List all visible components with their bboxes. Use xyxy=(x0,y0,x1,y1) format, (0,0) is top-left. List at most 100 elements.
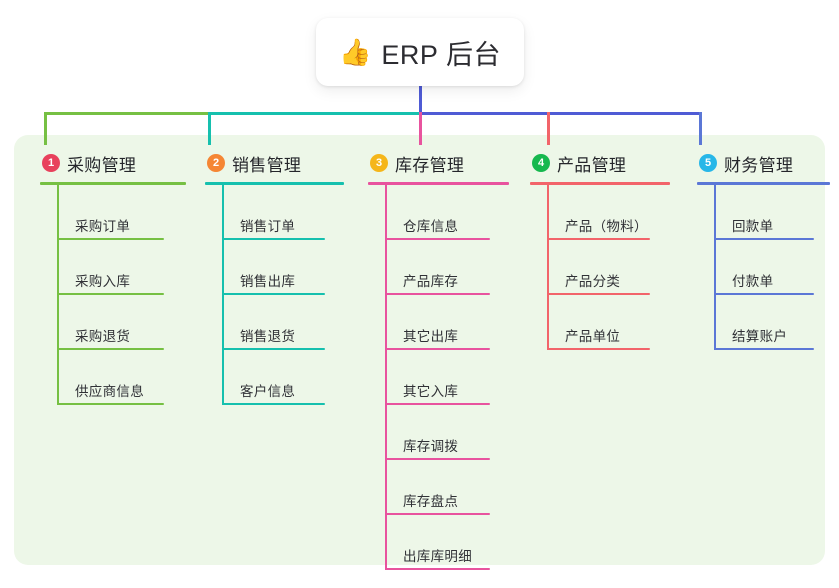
branch-item-label: 产品库存 xyxy=(403,274,459,289)
branch-item-rule xyxy=(385,293,490,295)
branch-item[interactable]: 其它出库 xyxy=(385,295,513,350)
branch-item-rule xyxy=(547,293,650,295)
branch-column-3: 3 库存管理仓库信息产品库存其它出库其它入库库存调拨库存盘点出库库明细 xyxy=(368,150,513,570)
branch-header-rule xyxy=(530,182,670,185)
branch-header-1[interactable]: 1 采购管理 xyxy=(40,150,190,176)
branch-item-label: 销售退货 xyxy=(240,329,296,344)
branch-item-label: 销售出库 xyxy=(240,274,296,289)
branch-item-label: 采购订单 xyxy=(75,219,131,234)
drop-stem-5 xyxy=(699,112,702,145)
branch-header-rule xyxy=(697,182,830,185)
branch-item-rule xyxy=(385,513,490,515)
branch-item[interactable]: 产品单位 xyxy=(547,295,674,350)
branch-header-4[interactable]: 4 产品管理 xyxy=(530,150,674,176)
branch-item-rule xyxy=(385,238,490,240)
branch-item-label: 付款单 xyxy=(732,274,774,289)
branch-trunk-line xyxy=(222,185,224,405)
branch-items-3: 仓库信息产品库存其它出库其它入库库存调拨库存盘点出库库明细 xyxy=(385,185,513,570)
branch-item[interactable]: 结算账户 xyxy=(714,295,834,350)
branch-item[interactable]: 客户信息 xyxy=(222,350,348,405)
branch-item[interactable]: 供应商信息 xyxy=(57,350,190,405)
branch-item[interactable]: 销售退货 xyxy=(222,295,348,350)
branch-column-1: 1 采购管理采购订单采购入库采购退货供应商信息 xyxy=(40,150,190,405)
thumbs-up-icon: 👍 xyxy=(339,37,372,67)
branch-item-label: 产品分类 xyxy=(565,274,621,289)
branch-item-rule xyxy=(714,238,814,240)
distribution-bar-segment-2 xyxy=(208,112,422,115)
branch-item-label: 供应商信息 xyxy=(75,384,144,399)
drop-stem-1 xyxy=(44,112,47,145)
branch-header-rule xyxy=(40,182,186,185)
branch-items-1: 采购订单采购入库采购退货供应商信息 xyxy=(57,185,190,405)
branch-index-badge: 1 xyxy=(42,154,60,172)
branch-item[interactable]: 仓库信息 xyxy=(385,185,513,240)
branch-item-rule xyxy=(547,238,650,240)
branch-item-rule xyxy=(57,403,164,405)
branch-header-rule xyxy=(205,182,344,185)
branch-item[interactable]: 采购入库 xyxy=(57,240,190,295)
branch-item-label: 回款单 xyxy=(732,219,774,234)
branch-item-label: 采购入库 xyxy=(75,274,131,289)
branch-item-rule xyxy=(222,403,325,405)
branch-item-rule xyxy=(714,293,814,295)
branch-item-rule xyxy=(222,348,325,350)
branch-item[interactable]: 库存盘点 xyxy=(385,460,513,515)
branch-title: 库存管理 xyxy=(395,155,465,175)
branch-item[interactable]: 产品库存 xyxy=(385,240,513,295)
branch-items-4: 产品（物料） 产品分类产品单位 xyxy=(547,185,674,350)
branch-item-label: 库存盘点 xyxy=(403,494,459,509)
branch-item-rule xyxy=(547,348,650,350)
branch-title: 产品管理 xyxy=(557,155,627,175)
branch-index-badge: 4 xyxy=(532,154,550,172)
branch-item-label: 产品单位 xyxy=(565,329,621,344)
branch-item[interactable]: 销售出库 xyxy=(222,240,348,295)
branch-index-badge: 3 xyxy=(370,154,388,172)
branch-item-label: 采购退货 xyxy=(75,329,131,344)
branch-title: 财务管理 xyxy=(724,155,794,175)
branch-header-3[interactable]: 3 库存管理 xyxy=(368,150,513,176)
branch-item-label: 库存调拨 xyxy=(403,439,459,454)
root-stem-line xyxy=(419,86,422,115)
branch-item[interactable]: 产品分类 xyxy=(547,240,674,295)
drop-stem-4 xyxy=(547,112,550,145)
branch-item[interactable]: 采购退货 xyxy=(57,295,190,350)
branch-item-rule xyxy=(385,568,490,570)
branch-item-label: 其它出库 xyxy=(403,329,459,344)
branch-item-rule xyxy=(57,293,164,295)
branch-item[interactable]: 回款单 xyxy=(714,185,834,240)
branch-item[interactable]: 销售订单 xyxy=(222,185,348,240)
branch-item-label: 销售订单 xyxy=(240,219,296,234)
drop-stem-2 xyxy=(208,112,211,145)
branch-item-rule xyxy=(57,238,164,240)
branch-items-5: 回款单付款单结算账户 xyxy=(714,185,834,350)
branch-item-label: 仓库信息 xyxy=(403,219,459,234)
branch-item-label: 其它入库 xyxy=(403,384,459,399)
branch-item-rule xyxy=(385,348,490,350)
branch-item-rule xyxy=(714,348,814,350)
branch-item[interactable]: 出库库明细 xyxy=(385,515,513,570)
root-node[interactable]: 👍 ERP 后台 xyxy=(316,18,524,86)
branch-item[interactable]: 库存调拨 xyxy=(385,405,513,460)
branch-title: 采购管理 xyxy=(67,155,137,175)
branch-item[interactable]: 产品（物料） xyxy=(547,185,674,240)
branch-trunk-line xyxy=(57,185,59,405)
branches-panel xyxy=(14,135,825,565)
distribution-bar-segment-1 xyxy=(44,112,211,115)
branch-item-label: 出库库明细 xyxy=(403,549,472,564)
branch-item-rule xyxy=(385,458,490,460)
branch-trunk-line xyxy=(385,185,387,570)
branch-item-rule xyxy=(57,348,164,350)
branch-item[interactable]: 采购订单 xyxy=(57,185,190,240)
branch-trunk-line xyxy=(547,185,549,350)
branch-item[interactable]: 付款单 xyxy=(714,240,834,295)
branch-title: 销售管理 xyxy=(232,155,302,175)
branch-item-rule xyxy=(385,403,490,405)
branch-item-rule xyxy=(222,293,325,295)
branch-items-2: 销售订单销售出库销售退货客户信息 xyxy=(222,185,348,405)
branch-item-label: 产品（物料） xyxy=(565,219,648,234)
branch-item[interactable]: 其它入库 xyxy=(385,350,513,405)
